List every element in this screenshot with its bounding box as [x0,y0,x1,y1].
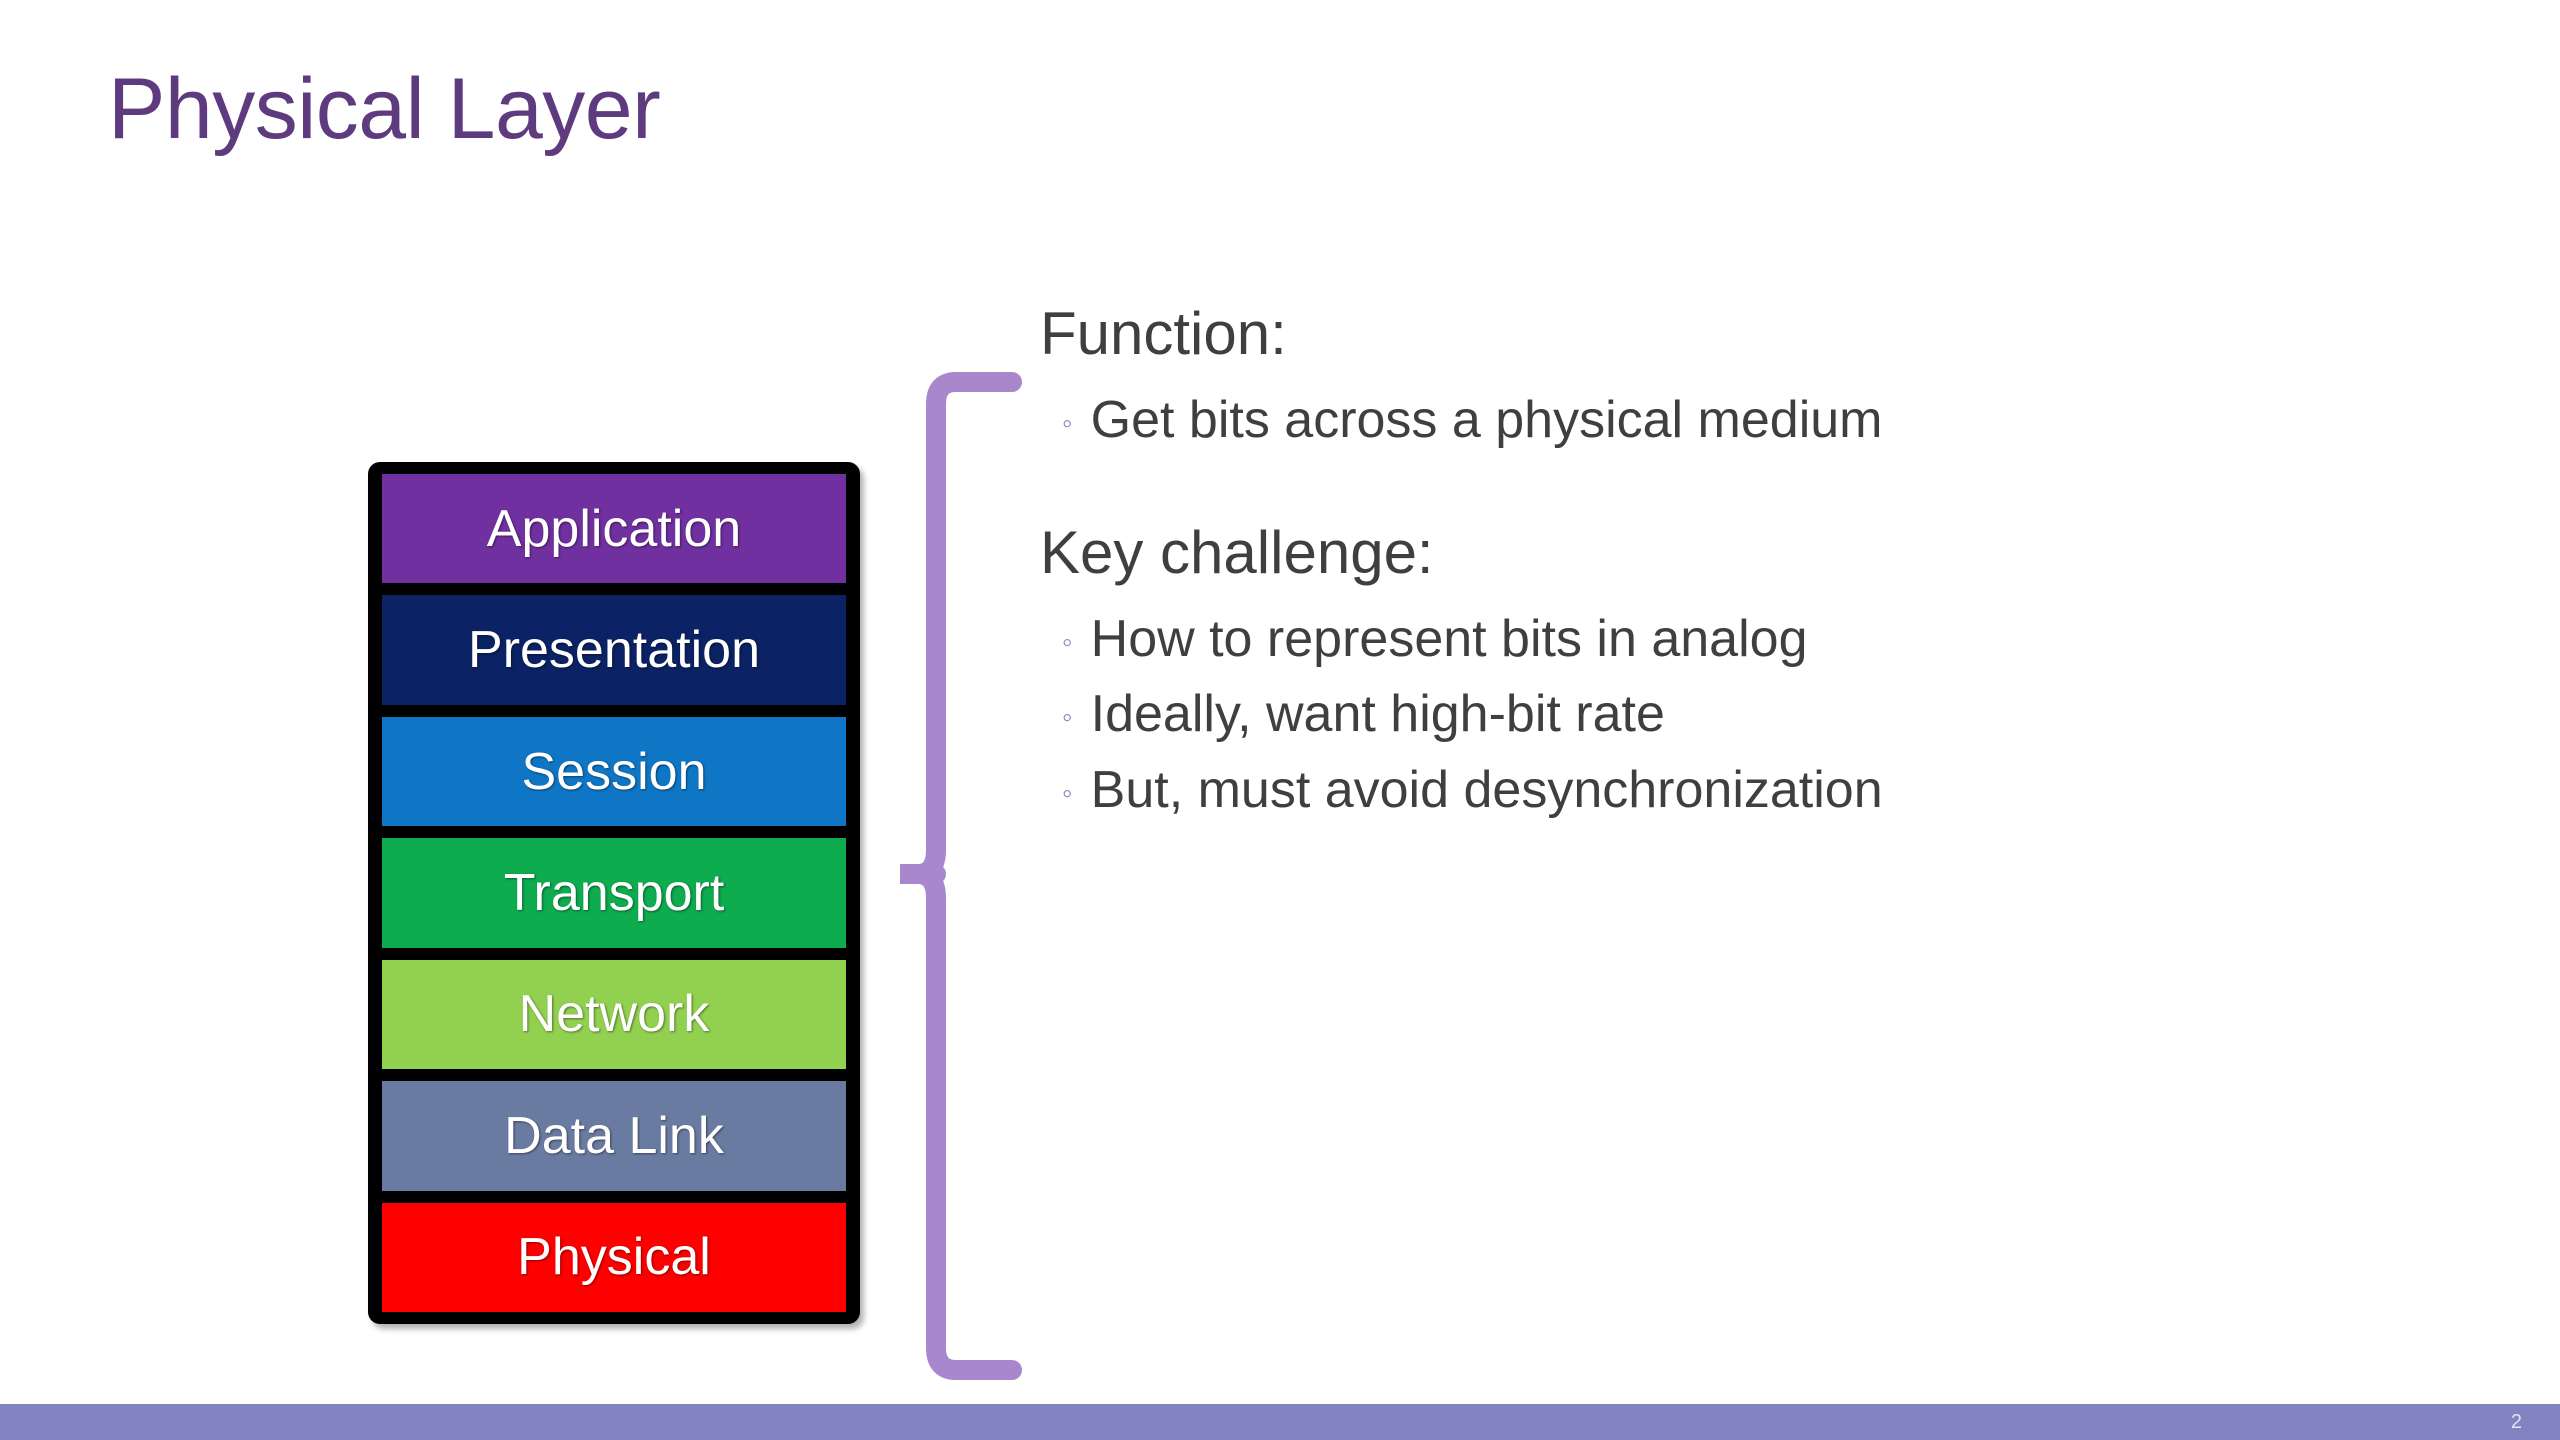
osi-layer-transport: Transport [382,838,846,948]
osi-layer-label: Physical [517,1228,711,1287]
osi-layer-application: Application [382,474,846,584]
osi-layer-label: Session [521,742,707,801]
osi-layer-stack: Application Presentation Session Transpo… [368,462,860,1324]
section-key-challenge: Key challenge: ◦ How to represent bits i… [1040,515,2460,830]
content-column: Function: ◦ Get bits across a physical m… [1040,296,2460,851]
osi-layer-data-link: Data Link [382,1081,846,1191]
list-item-label: How to represent bits in analog [1090,609,1808,668]
page-title: Physical Layer [108,61,661,157]
list-item-label: Ideally, want high-bit rate [1090,685,1665,744]
section-function: Function: ◦ Get bits across a physical m… [1040,296,2460,459]
bullet-list-key-challenge: ◦ How to represent bits in analog ◦ Idea… [1040,602,2460,830]
hollow-circle-bullet-icon: ◦ [1062,701,1073,735]
curly-brace-icon [900,372,1060,1380]
osi-layer-label: Presentation [468,621,760,680]
bullet-list-function: ◦ Get bits across a physical medium [1040,383,2460,459]
section-spacer [1040,481,2460,515]
hollow-circle-bullet-icon: ◦ [1062,777,1073,811]
footer-bar: 2 [0,1404,2560,1440]
section-heading-key-challenge: Key challenge: [1040,518,1434,586]
osi-layer-label: Application [486,499,742,558]
osi-layer-label: Network [518,985,710,1044]
list-item: ◦ Get bits across a physical medium [1062,383,2460,459]
osi-layer-network: Network [382,959,846,1070]
hollow-circle-bullet-icon: ◦ [1062,625,1073,659]
list-item: ◦ But, must avoid desynchronization [1062,753,2460,829]
osi-layer-label: Transport [503,863,725,922]
list-item: ◦ Ideally, want high-bit rate [1062,677,2460,753]
section-heading-function: Function: [1040,300,1287,367]
osi-layer-session: Session [382,716,846,827]
hollow-circle-bullet-icon: ◦ [1062,406,1073,440]
list-item-label: Get bits across a physical medium [1090,390,1883,449]
list-item: ◦ How to represent bits in analog [1062,602,2460,678]
page-number: 2 [2510,1411,2522,1433]
list-item-label: But, must avoid desynchronization [1090,761,1883,820]
osi-layer-presentation: Presentation [382,595,846,705]
osi-layer-label: Data Link [504,1106,724,1165]
osi-layer-physical: Physical [382,1202,846,1312]
